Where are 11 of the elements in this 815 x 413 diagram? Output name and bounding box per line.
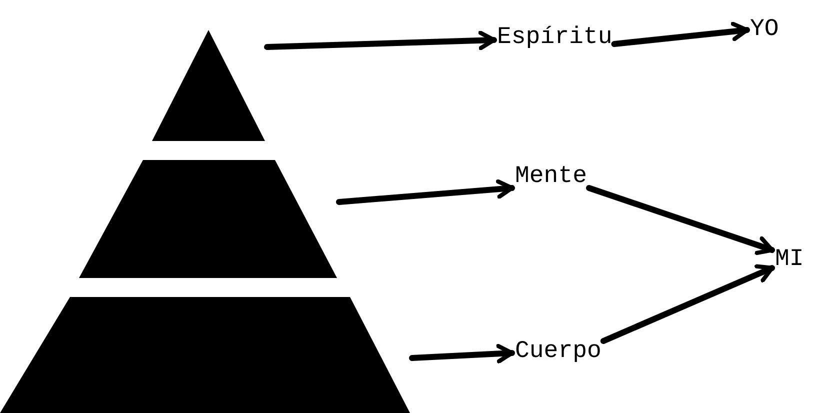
arrow [409,344,515,364]
arrow [611,22,750,47]
word-label: MI [775,245,804,275]
word-label: Mente [515,162,588,192]
word-label: YO [750,15,779,45]
word-label: Cuerpo [515,337,602,367]
arrow [586,185,775,256]
arrow [264,30,497,50]
word-label: Espíritu [497,23,612,53]
arrow [336,179,515,205]
arrow [600,264,775,344]
